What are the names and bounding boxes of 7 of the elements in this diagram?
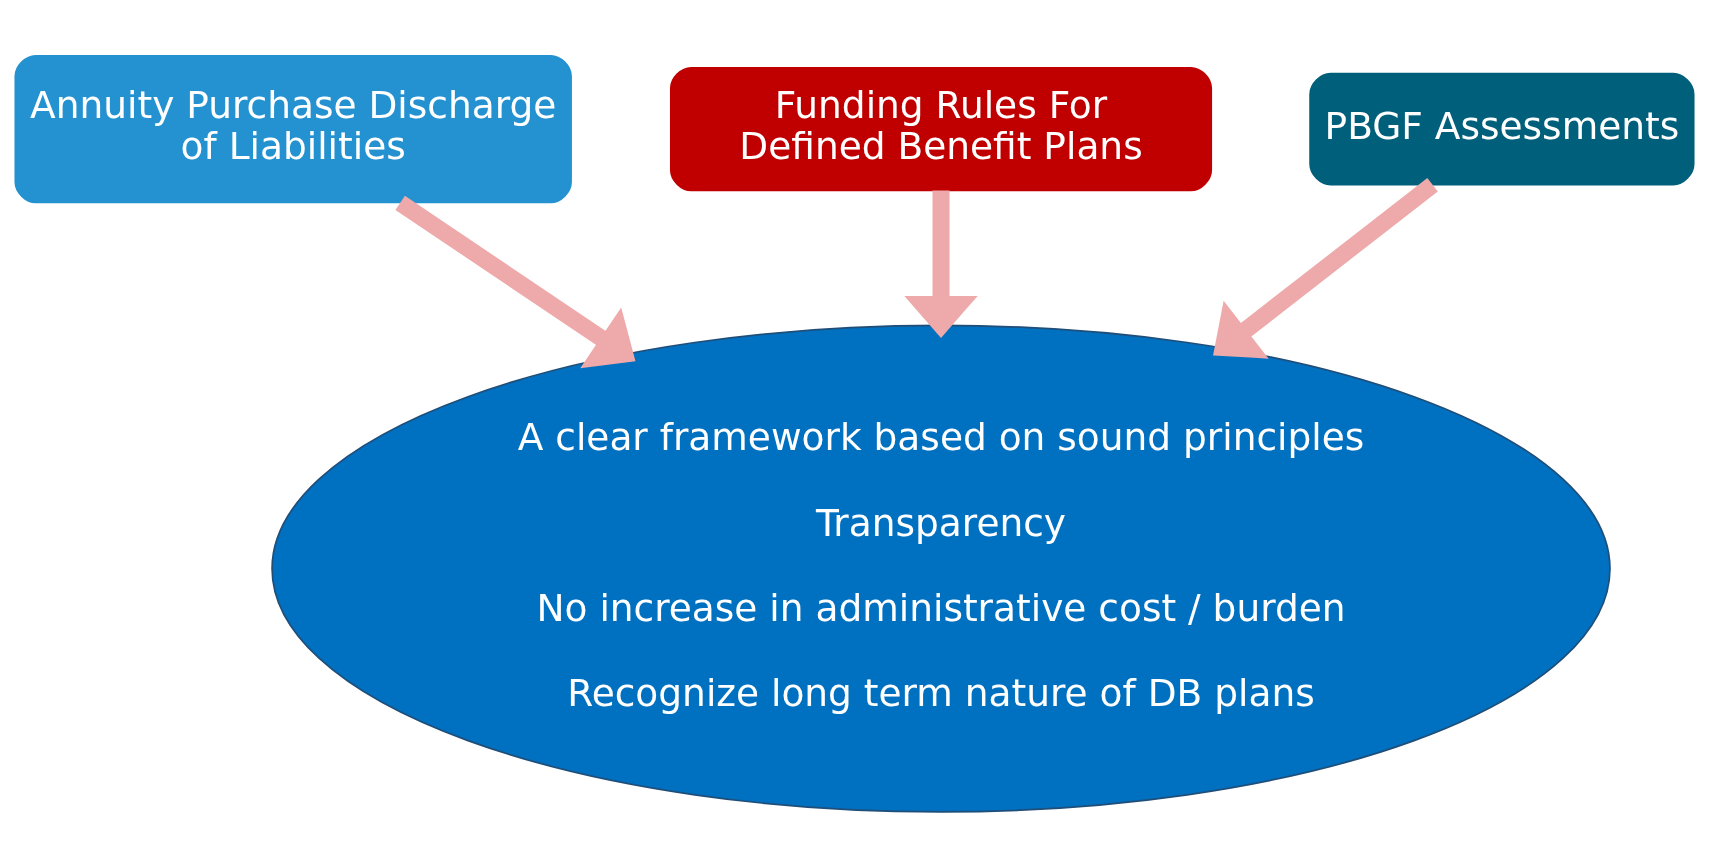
node-box: PBGF Assessments <box>1309 72 1695 186</box>
arrow <box>395 195 636 369</box>
node-box: Annuity Purchase Discharge of Liabilities <box>14 54 572 204</box>
arrow <box>904 190 978 338</box>
node-ellipse: A clear framework based on sound principles Transparency No increase in administrative cost / burden Recognize long term nature of DB plans <box>271 324 1611 813</box>
node-box: Funding Rules For Defined Benefit Plans <box>669 66 1213 192</box>
arrow <box>1213 178 1438 359</box>
